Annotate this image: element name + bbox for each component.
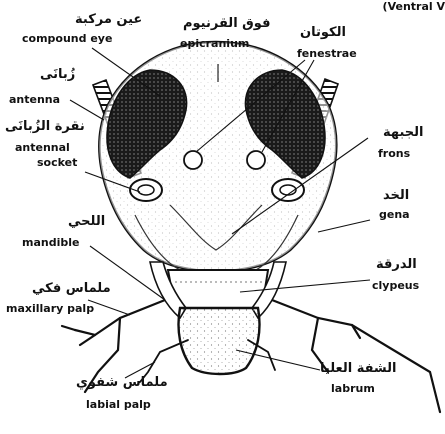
- label-clypeus-ar: الدرقة: [376, 258, 417, 271]
- label-antennal-socket-en: antennal: [15, 142, 70, 153]
- label-antenna-en: antenna: [9, 94, 60, 105]
- label-epicranium-en: epicranium: [180, 38, 249, 49]
- label-frons-en: frons: [378, 148, 410, 159]
- clypeus: [168, 270, 268, 308]
- label-frons-ar: الجبهة: [383, 126, 423, 139]
- leg-right: [272, 300, 440, 412]
- label-mandible-ar: اللحي: [68, 215, 105, 228]
- label-maxillary-palp-ar: ملماس فكي: [32, 282, 111, 295]
- label-compound-eye-en: compound eye: [22, 33, 112, 44]
- corner-caption: (Ventral V: [383, 0, 445, 13]
- label-gena-ar: الخد: [383, 189, 409, 202]
- fenestra-right: [247, 151, 265, 169]
- label-antennal-socket-ar: نقرة الزُبانَى: [5, 120, 85, 133]
- label-clypeus-en: clypeus: [372, 280, 419, 291]
- label-fenestrae-en: fenestrae: [297, 48, 357, 59]
- label-maxillary-palp-en: maxillary palp: [6, 303, 94, 314]
- label-mandible-en: mandible: [22, 237, 79, 248]
- label-labrum-en: labrum: [331, 383, 375, 394]
- label-compound-eye-ar: عين مركبة: [75, 13, 142, 26]
- label-fenestrae-ar: الكوتان: [300, 26, 346, 39]
- antennal-socket-right: [272, 179, 304, 201]
- label-labial-palp-en: labial palp: [86, 399, 151, 410]
- fenestra-left: [184, 151, 202, 169]
- label-epicranium-ar: فوق القرنيوم: [183, 17, 270, 30]
- label-antenna-ar: زُبانَى: [40, 68, 75, 81]
- labrum: [179, 308, 260, 374]
- label-gena-en: gena: [379, 209, 410, 220]
- label-labial-palp-ar: ملماس شفوي: [76, 376, 168, 389]
- label-labrum-ar: الشفة العليا: [320, 362, 397, 375]
- label-antennal-socket-en-2: socket: [37, 157, 77, 168]
